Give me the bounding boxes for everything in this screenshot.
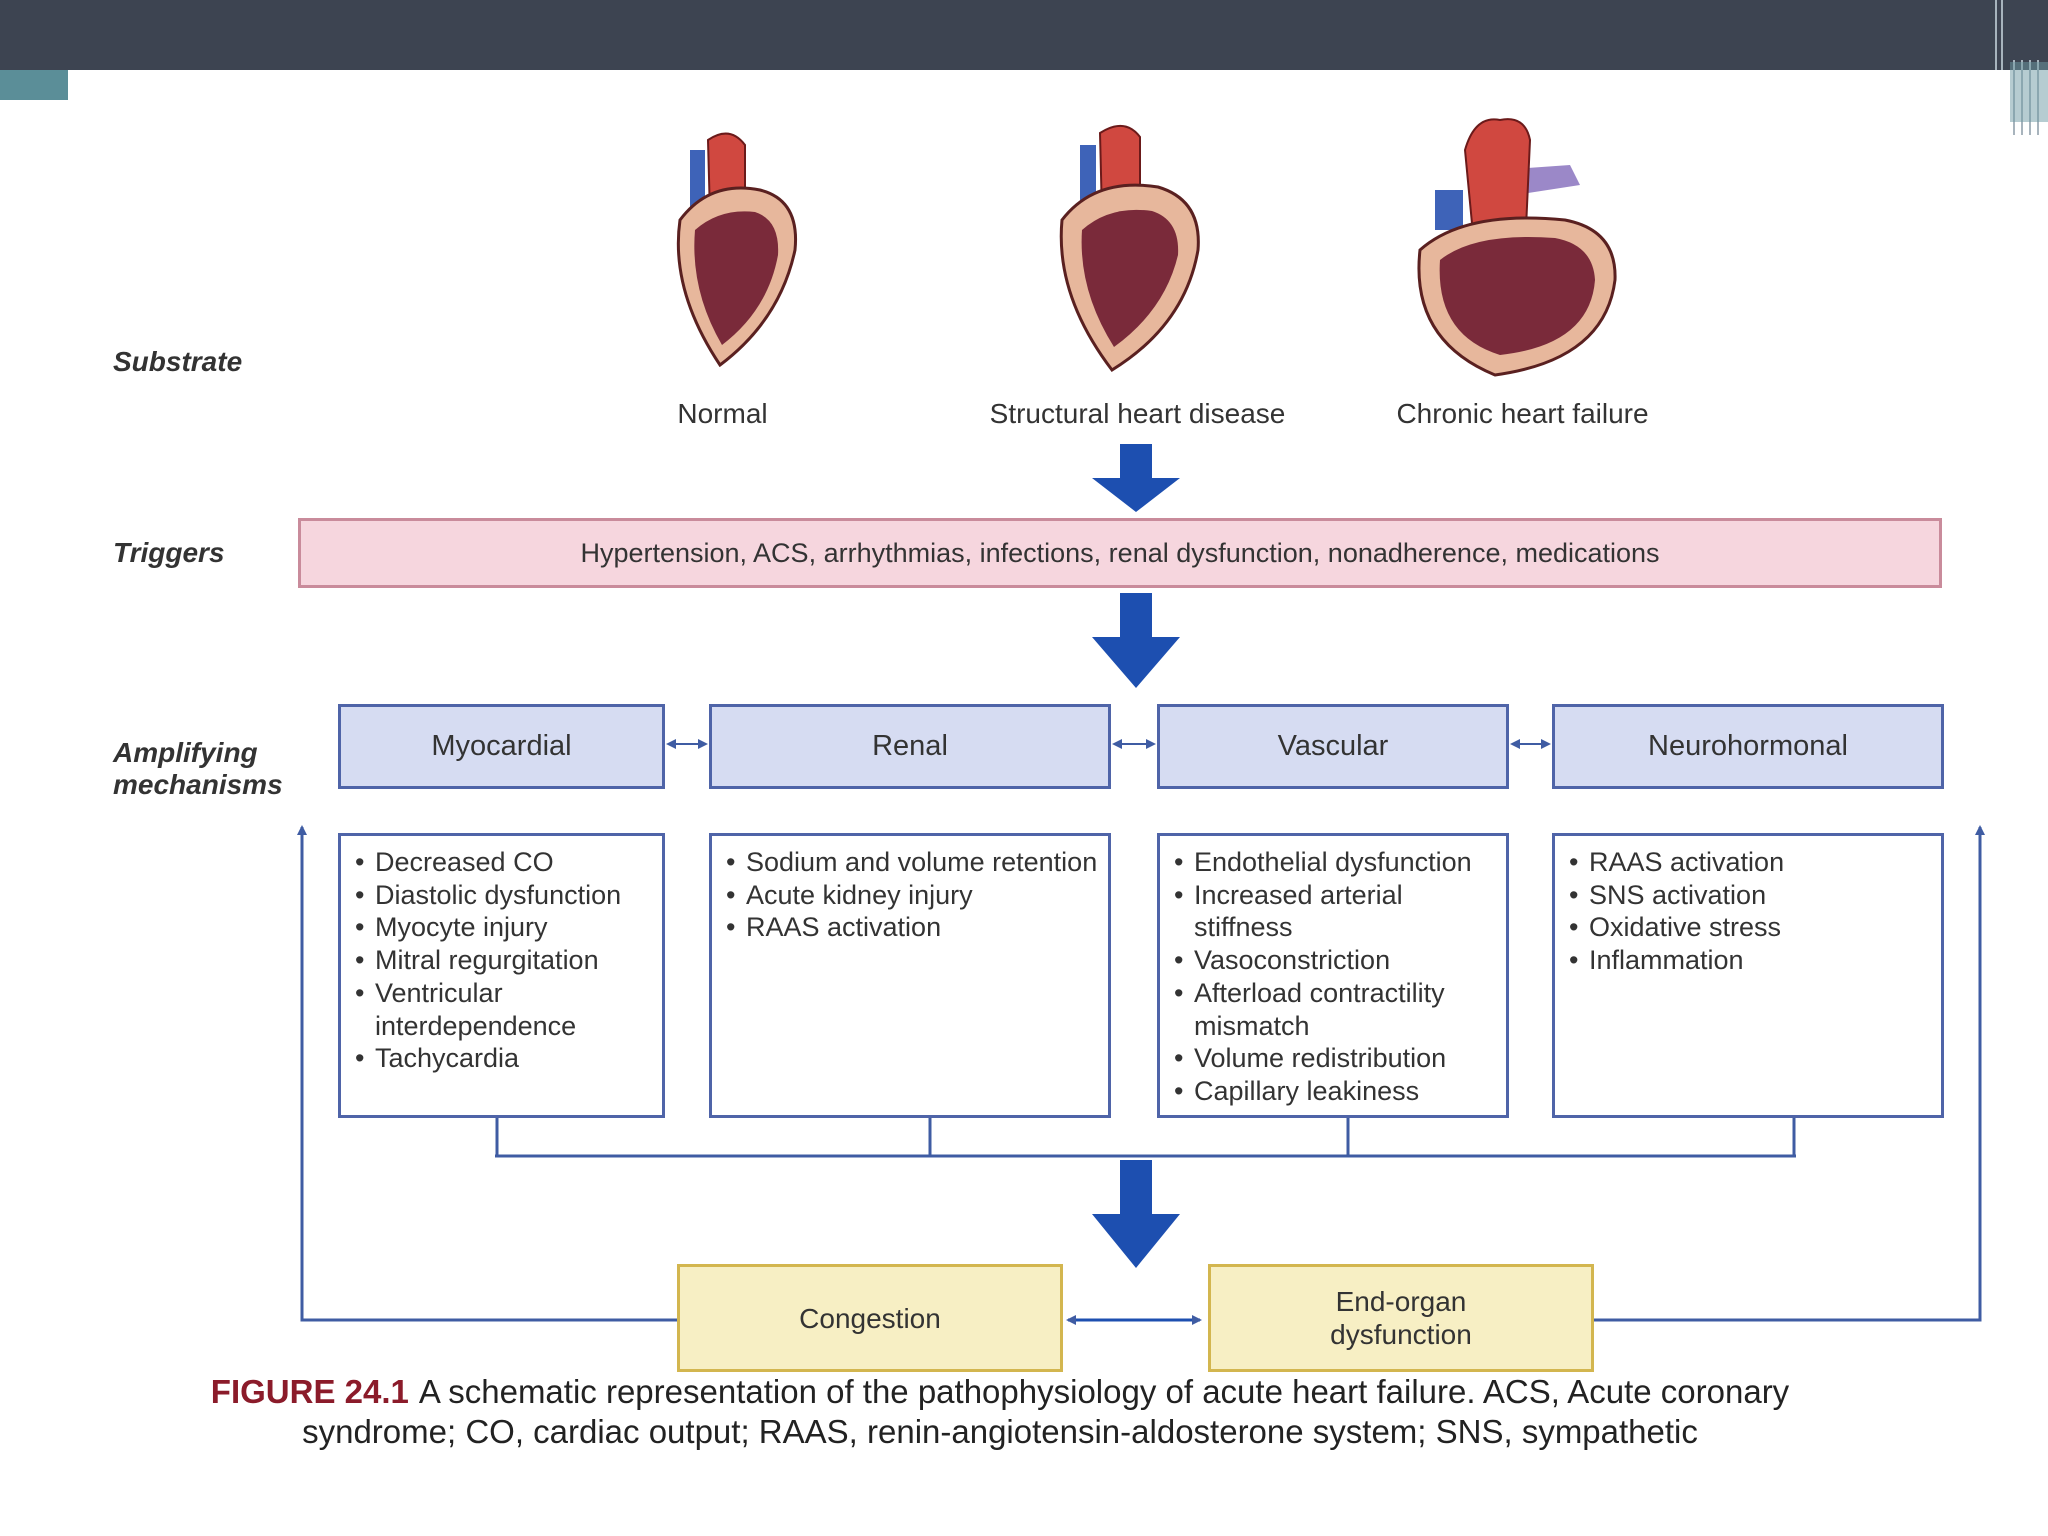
mechanism-header-renal: Renal [709, 704, 1111, 789]
heart-label-chronic: Chronic heart failure [1396, 398, 1649, 429]
mechanism-header-myocardial: Myocardial [338, 704, 665, 789]
list-item: Diastolic dysfunction [355, 879, 654, 912]
list-item: Oxidative stress [1569, 911, 1933, 944]
end-organ-label-line2: dysfunction [1330, 1319, 1472, 1350]
end-organ-label-line1: End-organ [1335, 1286, 1467, 1317]
list-item: Sodium and volume retention [726, 846, 1100, 879]
congestion-label: Congestion [799, 1302, 941, 1334]
triggers-label: Triggers [113, 537, 225, 568]
lists-bracket [495, 1118, 1796, 1158]
mechanism-list-renal: Sodium and volume retention Acute kidney… [709, 833, 1111, 1118]
amplifying-label-line2: mechanisms [113, 769, 283, 800]
list-item: Myocyte injury [355, 911, 654, 944]
mechanism-header-vascular: Vascular [1157, 704, 1509, 789]
heart-label-normal: Normal [677, 398, 768, 429]
list-item: Ventricular interdependence [355, 977, 654, 1042]
mechanism-header-neurohormonal: Neurohormonal [1552, 704, 1944, 789]
list-item: Inflammation [1569, 944, 1933, 977]
slide-header-accent [0, 70, 68, 100]
mechanism-list-vascular: Endothelial dysfunction Increased arteri… [1157, 833, 1509, 1118]
heart-label-structural: Structural heart disease [989, 398, 1286, 429]
triggers-text: Hypertension, ACS, arrhythmias, infectio… [580, 537, 1660, 568]
congestion-box: Congestion [677, 1264, 1063, 1372]
list-item: Mitral regurgitation [355, 944, 654, 977]
mechanism-list-myocardial: Decreased CO Diastolic dysfunction Myocy… [338, 833, 665, 1118]
down-arrow-icon [1092, 444, 1180, 512]
slide-header-bar [0, 0, 1990, 70]
list-item: Vasoconstriction [1174, 944, 1498, 977]
substrate-label: Substrate [113, 346, 243, 377]
down-arrow-icon [1092, 1160, 1180, 1268]
slide-corner-decoration [1988, 0, 2048, 135]
list-item: RAAS activation [726, 911, 1100, 944]
chronic-heart-failure-illustration [1417, 118, 1617, 377]
down-arrow-icon [1092, 593, 1180, 688]
list-item: RAAS activation [1569, 846, 1933, 879]
list-item: Tachycardia [355, 1042, 654, 1075]
list-item: SNS activation [1569, 879, 1933, 912]
mechanism-list-neurohormonal: RAAS activation SNS activation Oxidative… [1552, 833, 1944, 1118]
figure-number: FIGURE 24.1 [210, 1373, 409, 1410]
structural-heart-disease-illustration [1059, 125, 1200, 372]
list-item: Acute kidney injury [726, 879, 1100, 912]
list-item: Endothelial dysfunction [1174, 846, 1498, 879]
list-item: Increased arterial stiffness [1174, 879, 1498, 944]
list-item: Afterload contractility mismatch [1174, 977, 1498, 1042]
feedback-loop-left [297, 825, 677, 1322]
normal-heart-illustration [676, 132, 798, 368]
figure-caption-text: A schematic representation of the pathop… [302, 1373, 1790, 1450]
list-item: Volume redistribution [1174, 1042, 1498, 1075]
list-item: Capillary leakiness [1174, 1075, 1498, 1108]
end-organ-dysfunction-box: End-organ dysfunction [1208, 1264, 1594, 1372]
amplifying-label-line1: Amplifying [113, 737, 258, 768]
list-item: Decreased CO [355, 846, 654, 879]
feedback-loop-right [1594, 825, 1985, 1322]
triggers-box: Hypertension, ACS, arrhythmias, infectio… [298, 518, 1942, 588]
